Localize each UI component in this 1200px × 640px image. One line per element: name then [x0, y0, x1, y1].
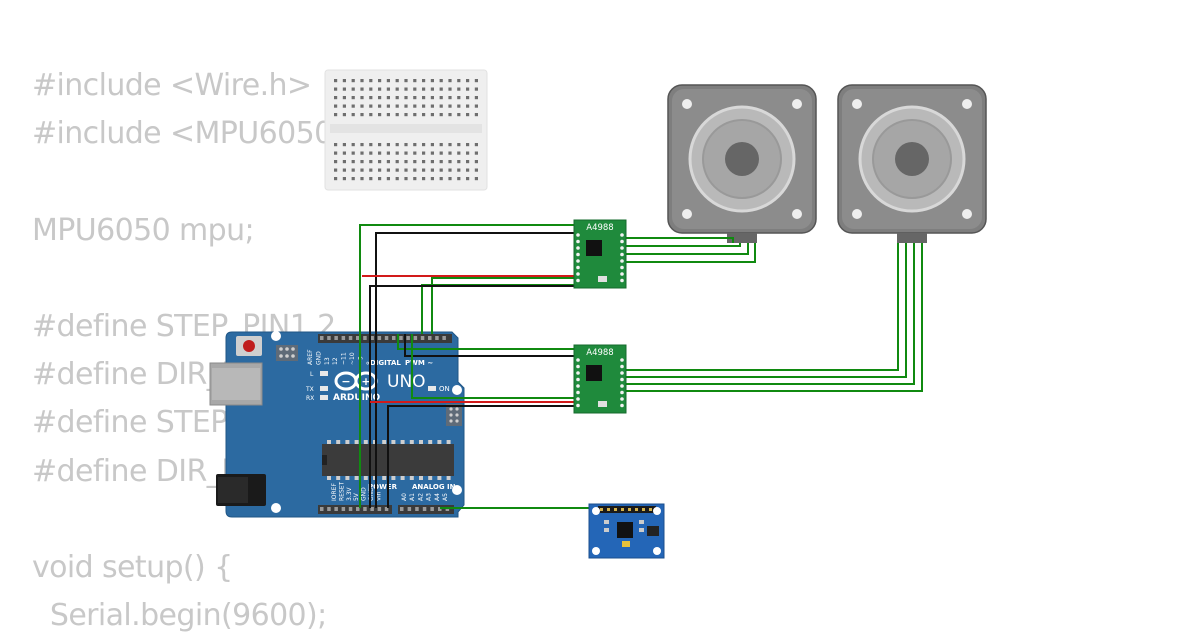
analog-header-label: ANALOG IN — [412, 483, 456, 491]
pwm-header-label: PWM ~ — [405, 359, 433, 367]
breadboard-holes — [334, 79, 478, 181]
wire — [622, 243, 907, 378]
pin-label: A0 — [401, 493, 408, 501]
pin-label: A4 — [434, 493, 441, 501]
wire — [431, 277, 574, 334]
pin-label: A1 — [409, 493, 416, 501]
wires — [359, 224, 923, 516]
pin-label: GND — [361, 487, 368, 501]
pin-label: IOREF — [331, 483, 338, 501]
pin-label: 12 — [332, 357, 339, 365]
led-on — [428, 386, 436, 391]
icsp2-header — [446, 404, 462, 426]
board-brand-label: ARDUINO — [333, 393, 381, 403]
pin-label: Vin — [375, 491, 382, 501]
stepper-motor-2[interactable] — [837, 84, 987, 243]
pin-label: A2 — [417, 493, 424, 501]
wire — [397, 334, 574, 350]
svg-text:+: + — [361, 375, 370, 388]
pin-label: AREF — [307, 349, 314, 365]
wire — [440, 507, 601, 516]
led-on-label: ON — [439, 385, 450, 393]
wire — [404, 334, 574, 357]
wire — [622, 237, 734, 243]
mounting-hole — [271, 331, 281, 341]
pin-label: 3.3V — [346, 486, 353, 501]
power-header-label: POWER — [368, 483, 398, 491]
pin-label: RESET — [338, 481, 345, 501]
led-rx-label: RX — [306, 395, 314, 402]
breadboard[interactable] — [324, 69, 488, 191]
led-l — [320, 371, 328, 376]
reset-button[interactable] — [236, 336, 262, 356]
wire — [622, 243, 749, 255]
code-line: Serial.begin(9600); — [32, 598, 327, 634]
wire — [622, 243, 923, 392]
mpu6050-module[interactable] — [588, 503, 665, 559]
pin-label: A5 — [442, 493, 449, 501]
wire — [622, 243, 915, 385]
code-line: void setup() { — [32, 549, 233, 585]
driver-label: A4988 — [586, 348, 613, 358]
led-tx — [320, 386, 328, 391]
wire — [421, 284, 574, 334]
arduino-uno-board[interactable]: − + ARDUINO UNO ON L TX RX DIGITAL PWM ~… — [209, 331, 465, 518]
a4988-driver-2[interactable]: A4988 — [573, 344, 627, 414]
pin-label: GND — [315, 351, 322, 365]
wire — [387, 405, 574, 508]
mounting-hole — [452, 485, 462, 495]
pin-label: 5V — [353, 492, 360, 501]
icsp-header — [276, 345, 298, 361]
led-tx-label: TX — [305, 386, 314, 393]
pin-label: 13 — [324, 357, 331, 365]
wire — [622, 243, 741, 247]
driver-label: A4988 — [586, 223, 613, 233]
wire — [375, 232, 574, 508]
svg-text:−: − — [341, 375, 350, 388]
a4988-driver-1[interactable]: A4988 — [573, 219, 627, 289]
mounting-hole — [452, 385, 462, 395]
led-l-label: L — [310, 371, 314, 378]
wire — [359, 224, 574, 508]
stepper-motor-1[interactable] — [667, 84, 817, 243]
pin-label: ~10 — [349, 352, 356, 365]
led-rx — [320, 395, 328, 400]
board-model-label: UNO — [387, 372, 426, 392]
mounting-hole — [271, 503, 281, 513]
code-line: #include <Wire.h> — [32, 68, 312, 103]
wire — [369, 285, 574, 508]
code-line: MPU6050 mpu; — [32, 212, 255, 248]
digital-header-label: DIGITAL — [370, 359, 401, 367]
wire — [622, 243, 899, 371]
power-header — [318, 505, 392, 514]
pin-label: GND — [368, 487, 375, 501]
wire — [411, 334, 574, 399]
pin-label: A3 — [426, 493, 433, 501]
pin-label: ~11 — [341, 352, 348, 365]
wire — [622, 243, 756, 263]
